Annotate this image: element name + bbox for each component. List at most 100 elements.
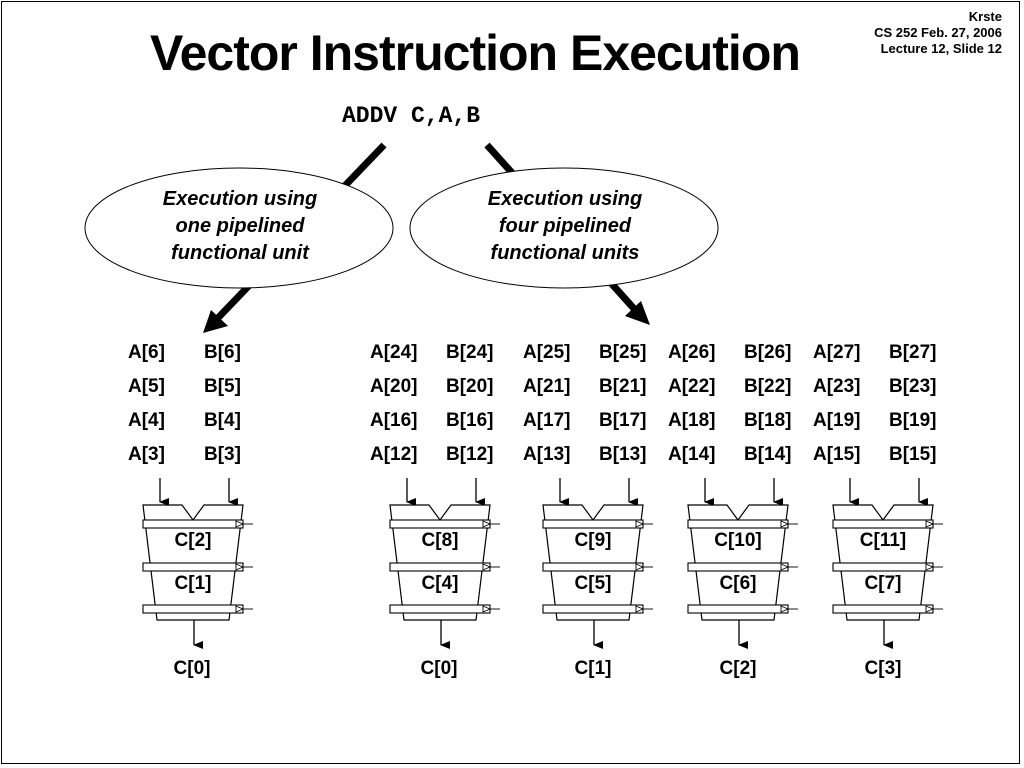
pipeline-stage: C[6] [719,573,757,594]
result-output: C[1] [574,658,612,679]
operand-a: A[15] [813,444,861,465]
credit-course: CS 252 Feb. 27, 2006 [874,25,1002,40]
clock-triangle-icon [925,563,935,571]
bubble-left-line: one pipelined [175,215,305,237]
clock-triangle-icon [482,605,492,613]
bubble-right-line: Execution using [487,188,643,210]
bubble-left-text: Execution using one pipelined functional… [95,186,385,267]
operand-a: A[5] [128,376,165,397]
result-output: C[0] [173,658,211,679]
bubble-right [409,167,719,289]
pipeline-register [832,604,934,614]
operand-b: B[6] [204,342,241,363]
pipeline-register [542,604,644,614]
operand-b: B[18] [744,410,792,431]
operand-b: B[14] [744,444,792,465]
bubble-left [84,167,394,289]
operand-b: B[13] [599,444,647,465]
pipeline-register [687,519,789,529]
pipeline-register [832,562,934,572]
operand-b: B[3] [204,444,241,465]
pipeline-stage: C[7] [864,573,902,594]
pipeline-register [142,604,244,614]
operand-b: B[20] [446,376,494,397]
operand-b: B[5] [204,376,241,397]
pipeline-register [687,562,789,572]
slide-title: Vector Instruction Execution [150,25,801,81]
operand-a: A[19] [813,410,861,431]
slide-credits: Krste CS 252 Feb. 27, 2006 Lecture 12, S… [874,9,1002,57]
instruction-label: ADDV C,A,B [342,103,481,129]
bubble-right-line: four pipelined [498,215,632,237]
operand-a: A[27] [813,342,861,363]
operand-b: B[17] [599,410,647,431]
clock-triangle-icon [780,605,790,613]
pipeline-register [142,519,244,529]
operand-b: B[19] [889,410,937,431]
pipeline-stage: C[10] [714,530,762,551]
operand-a: A[13] [523,444,571,465]
operand-b: B[4] [204,410,241,431]
operand-b: B[23] [889,376,937,397]
clock-triangle-icon [925,605,935,613]
bubble-right-line: functional units [490,242,640,264]
pipeline-register [142,562,244,572]
clock-triangle-icon [482,520,492,528]
credit-lecture: Lecture 12, Slide 12 [880,41,1002,56]
pipeline-register [832,519,934,529]
clock-triangle-icon [235,563,245,571]
bubble-right-text: Execution using four pipelined functiona… [420,186,710,267]
clock-triangle-icon [235,520,245,528]
operand-a: A[3] [128,444,165,465]
operand-b: B[22] [744,376,792,397]
pipeline-stage: C[2] [174,530,212,551]
pipeline-stage: C[5] [574,573,612,594]
operand-a: A[26] [668,342,716,363]
operand-a: A[4] [128,410,165,431]
clock-triangle-icon [925,520,935,528]
pipeline-stage: C[8] [421,530,459,551]
result-output: C[2] [719,658,757,679]
clock-triangle-icon [635,520,645,528]
operand-a: A[12] [370,444,418,465]
operand-b: B[27] [889,342,937,363]
pipeline-stage: C[1] [174,573,212,594]
pipeline-stage: C[9] [574,530,612,551]
operand-a: A[17] [523,410,571,431]
clock-triangle-icon [780,520,790,528]
operand-a: A[20] [370,376,418,397]
bubble-left-line: functional unit [171,242,309,264]
operand-a: A[24] [370,342,418,363]
bubble-left-line: Execution using [162,188,318,210]
operand-b: B[21] [599,376,647,397]
pipeline-register [389,604,491,614]
operand-b: B[16] [446,410,494,431]
result-output: C[0] [420,658,458,679]
operand-a: A[21] [523,376,571,397]
pipeline-register [389,519,491,529]
clock-triangle-icon [780,563,790,571]
result-output: C[3] [864,658,902,679]
clock-triangle-icon [235,605,245,613]
operand-a: A[22] [668,376,716,397]
operand-a: A[18] [668,410,716,431]
pipeline-register [542,519,644,529]
clock-triangle-icon [482,563,492,571]
operand-b: B[24] [446,342,494,363]
operand-b: B[15] [889,444,937,465]
operand-a: A[16] [370,410,418,431]
operand-a: A[23] [813,376,861,397]
clock-triangle-icon [635,563,645,571]
operand-b: B[26] [744,342,792,363]
pipeline-register [687,604,789,614]
clock-triangle-icon [635,605,645,613]
operand-a: A[6] [128,342,165,363]
pipeline-stage: C[4] [421,573,459,594]
pipeline-stage: C[11] [859,530,907,551]
pipeline-register [389,562,491,572]
operand-b: B[12] [446,444,494,465]
operand-a: A[14] [668,444,716,465]
arrowhead-right-icon [625,301,650,325]
